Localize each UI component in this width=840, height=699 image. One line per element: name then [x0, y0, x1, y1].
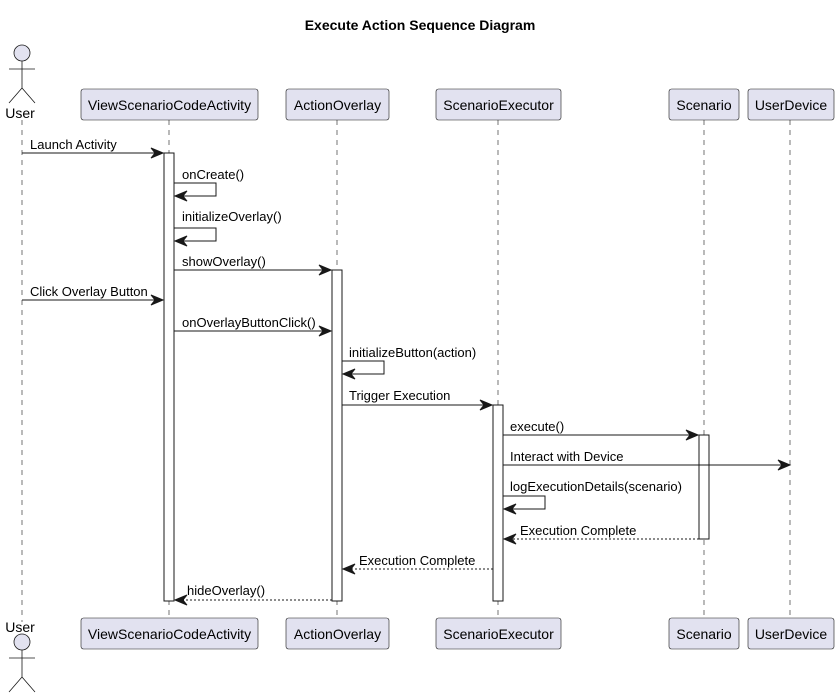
participant-label: ScenarioExecutor — [443, 626, 554, 642]
participant-box — [747, 617, 835, 650]
participant-label: UserDevice — [755, 97, 828, 113]
message-initialize-button: initializeButton(action) — [341, 345, 476, 380]
activation-scenario-executor — [492, 404, 504, 602]
message-label: Execution Complete — [520, 523, 636, 538]
actor-user-bottom: User — [5, 619, 36, 693]
arrow-head — [341, 563, 356, 575]
message-label: Interact with Device — [510, 449, 623, 464]
actor-head — [13, 44, 31, 62]
message-interact-with-device: Interact with Device — [503, 449, 792, 471]
actor-user-top: User — [5, 44, 36, 121]
arrow-head — [479, 399, 494, 411]
actor-label: User — [5, 619, 35, 635]
message-on-overlay-button-click: onOverlayButtonClick() — [174, 315, 333, 337]
participant-box — [747, 88, 835, 121]
arrow-head — [173, 594, 188, 606]
message-line — [342, 360, 385, 375]
message-line — [503, 495, 546, 510]
participant-label: ViewScenarioCodeActivity — [88, 97, 251, 113]
participant-scenario-bottom: Scenario — [668, 617, 740, 650]
participant-label: ActionOverlay — [294, 626, 381, 642]
arrow-head — [318, 325, 333, 337]
activation-view-scenario-code-activity — [163, 152, 175, 602]
participant-box — [285, 617, 390, 650]
message-launch-activity: Launch Activity — [22, 137, 165, 159]
arrow-head — [150, 147, 165, 159]
message-label: Launch Activity — [30, 137, 117, 152]
participant-action-overlay-bottom: ActionOverlay — [285, 617, 390, 650]
participant-box — [80, 617, 259, 650]
participant-box — [668, 617, 740, 650]
message-label: initializeButton(action) — [349, 345, 476, 360]
arrow-head — [318, 264, 333, 276]
participant-scenario-executor-top: ScenarioExecutor — [435, 88, 562, 121]
participant-box — [668, 88, 740, 121]
participant-label: ActionOverlay — [294, 97, 381, 113]
message-execution-complete-executor: Execution Complete — [341, 553, 493, 575]
message-execute: execute() — [503, 419, 700, 441]
message-label: onOverlayButtonClick() — [182, 315, 316, 330]
arrow-head — [777, 459, 792, 471]
participant-view-scenario-code-activity-bottom: ViewScenarioCodeActivity — [80, 617, 259, 650]
participant-view-scenario-code-activity-top: ViewScenarioCodeActivity — [80, 88, 259, 121]
message-label: initializeOverlay() — [182, 209, 282, 224]
message-label: hideOverlay() — [187, 583, 265, 598]
message-label: execute() — [510, 419, 564, 434]
message-label: Trigger Execution — [349, 388, 450, 403]
participant-label: UserDevice — [755, 626, 828, 642]
participant-user-device-top: UserDevice — [747, 88, 835, 121]
participant-label: Scenario — [676, 626, 731, 642]
message-hide-overlay: hideOverlay() — [173, 583, 332, 606]
message-log-execution-details: logExecutionDetails(scenario) — [502, 479, 682, 515]
participant-user-device-bottom: UserDevice — [747, 617, 835, 650]
arrow-head — [502, 503, 517, 515]
actor-label: User — [5, 105, 35, 121]
actor-body — [8, 61, 36, 104]
participant-box — [435, 88, 562, 121]
message-label: onCreate() — [182, 167, 244, 182]
participant-action-overlay-top: ActionOverlay — [285, 88, 390, 121]
arrow-head — [173, 235, 188, 247]
participant-label: ViewScenarioCodeActivity — [88, 626, 251, 642]
participant-scenario-top: Scenario — [668, 88, 740, 121]
message-label: Click Overlay Button — [30, 284, 148, 299]
participant-label: Scenario — [676, 97, 731, 113]
participant-box — [435, 617, 562, 650]
message-trigger-execution: Trigger Execution — [342, 388, 494, 411]
message-label: logExecutionDetails(scenario) — [510, 479, 682, 494]
arrow-head — [341, 368, 356, 380]
message-label: showOverlay() — [182, 254, 266, 269]
arrow-head — [685, 429, 700, 441]
activation-action-overlay — [331, 269, 343, 602]
message-initialize-overlay: initializeOverlay() — [173, 209, 282, 247]
arrow-head — [150, 294, 165, 306]
arrow-head — [173, 190, 188, 202]
message-line — [174, 227, 217, 242]
message-execution-complete-scenario: Execution Complete — [502, 523, 699, 545]
participant-box — [285, 88, 390, 121]
actor-body — [8, 650, 36, 693]
message-on-create: onCreate() — [173, 167, 244, 202]
message-show-overlay: showOverlay() — [174, 254, 333, 276]
participant-label: ScenarioExecutor — [443, 97, 554, 113]
actor-head — [13, 633, 31, 651]
message-label: Execution Complete — [359, 553, 475, 568]
participant-box — [80, 88, 259, 121]
participant-scenario-executor-bottom: ScenarioExecutor — [435, 617, 562, 650]
diagram-title: Execute Action Sequence Diagram — [305, 17, 536, 33]
message-line — [174, 182, 217, 197]
arrow-head — [502, 533, 517, 545]
activation-scenario — [698, 434, 710, 540]
message-click-overlay-button: Click Overlay Button — [22, 284, 165, 306]
